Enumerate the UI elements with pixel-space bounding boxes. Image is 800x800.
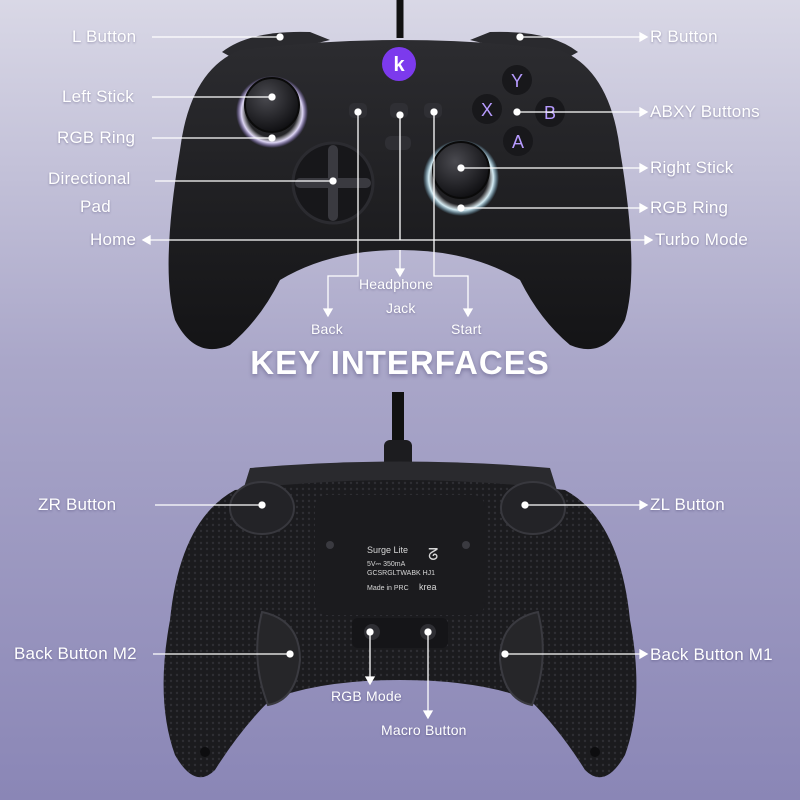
screw [462,541,470,549]
label-rgb-ring-right: RGB Ring [650,198,729,217]
label-rgb-ring-left: RGB Ring [57,128,136,147]
sticker-code: GCSRGLTWABK HJ1 [367,570,435,577]
label-start: Start [451,321,482,337]
x-button-label: X [481,100,493,120]
sticker-rating: 5V⎓ 350mA [367,561,406,568]
sticker-brand: krea [419,582,437,592]
back-paddle-m1[interactable] [498,610,544,707]
back-paddle-m2[interactable] [256,610,302,707]
label-dpad-line1: Directional [48,169,131,188]
label-zr: ZR Button [38,495,117,514]
sticker-origin: Made in PRC [367,585,409,592]
label-rgb-mode: RGB Mode [331,688,402,704]
sticker-model: Surge Lite [367,545,408,555]
y-button[interactable] [502,65,532,95]
left-stick[interactable] [244,77,300,133]
label-headphone-line1: Headphone [359,276,434,292]
a-button[interactable] [503,126,533,156]
home-button[interactable] [382,47,416,81]
brand-mark-icon: ᘔ [428,547,438,564]
home-logo-icon: k [393,54,405,76]
rear-controller [163,392,637,778]
label-m1: Back Button M1 [650,645,773,664]
screw [200,747,210,757]
rear-center-plate [315,495,485,615]
section-heading: KEY INTERFACES [250,344,550,381]
callout-lines [141,31,654,720]
screw [326,541,334,549]
label-home: Home [90,230,137,249]
y-button-label: Y [511,71,523,91]
label-back: Back [311,321,343,337]
zl-trigger[interactable] [500,481,566,535]
label-abxy: ABXY Buttons [650,102,760,121]
label-turbo: Turbo Mode [655,230,749,249]
label-r-button: R Button [650,27,718,46]
label-l-button: L Button [72,27,137,46]
label-m2: Back Button M2 [14,644,137,663]
label-zl: ZL Button [650,495,725,514]
turbo-button[interactable] [385,136,411,150]
b-button-label: B [544,103,556,123]
label-headphone-line2: Jack [386,300,416,316]
label-dpad-line2: Pad [80,197,111,216]
x-button[interactable] [472,94,502,124]
screw [590,747,600,757]
label-right-stick: Right Stick [650,158,734,177]
label-left-stick: Left Stick [62,87,134,106]
a-button-label: A [512,132,524,152]
label-macro: Macro Button [381,722,467,738]
